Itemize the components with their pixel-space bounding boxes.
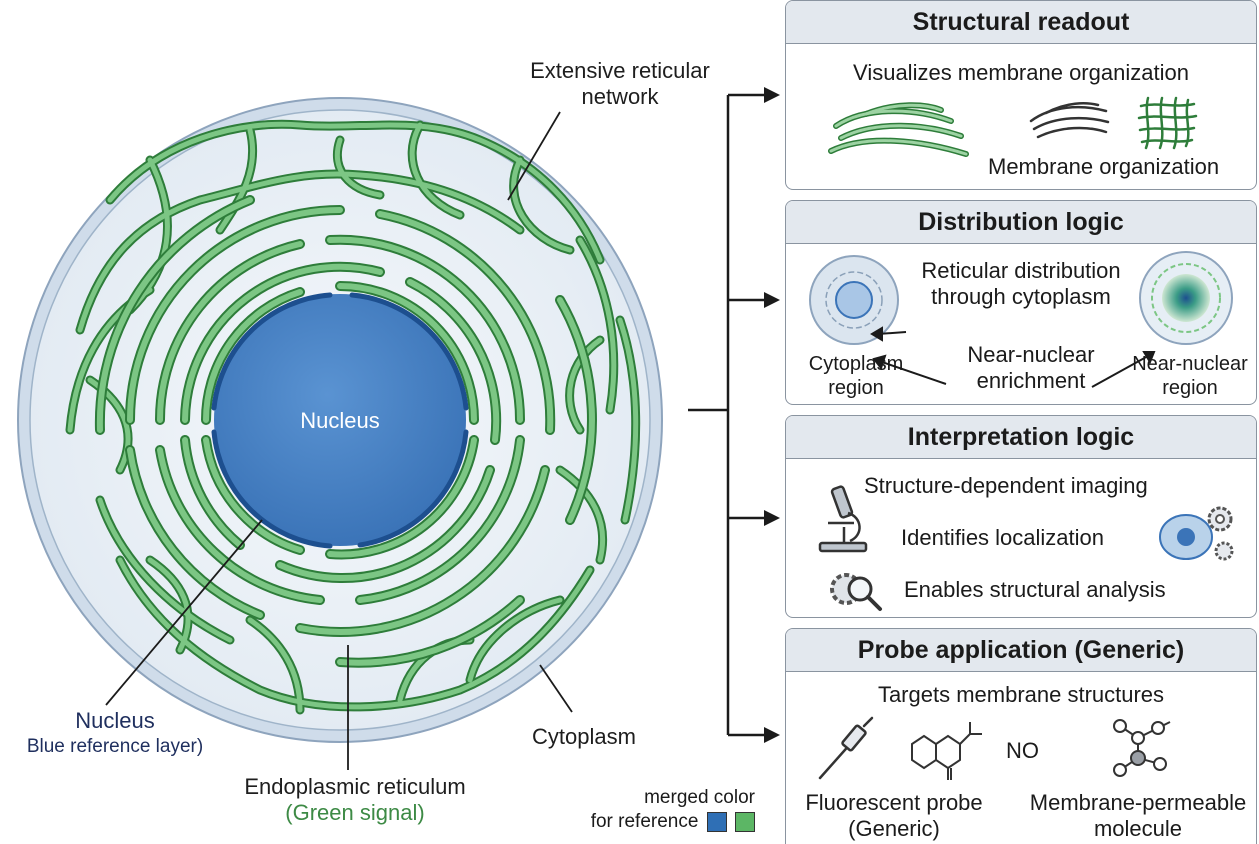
structural-subtitle: Visualizes membrane organization [853, 60, 1189, 85]
legend-green-swatch [735, 811, 755, 832]
reticular-distribution-text: Reticular distribution through cytoplasm [921, 258, 1121, 309]
nucleus-label-title: Nucleus [75, 708, 155, 733]
small-molecule-graph-icon [1113, 719, 1171, 777]
legend-blue-swatch [706, 811, 727, 832]
nucleus-label: Nucleus Blue reference layer) [0, 708, 230, 760]
er-sheets-icon [828, 102, 969, 157]
probe-application-title: Probe application (Generic) [786, 629, 1256, 672]
probe-application-panel: Probe application (Generic) Targets memb… [785, 628, 1257, 844]
connector-arrows [688, 87, 780, 743]
legend-line1: merged color [644, 787, 755, 808]
structural-readout-panel: Structural readout Visualizes membrane o… [785, 0, 1257, 190]
membrane-permeable-caption: Membrane-permeable molecule [1029, 790, 1247, 841]
identifies-localization-text: Identifies localization [901, 525, 1105, 550]
er-label-sub: (Green signal) [285, 800, 425, 825]
network-icon [1137, 96, 1198, 150]
nuclear-envelope [211, 292, 469, 549]
interpretation-logic-title: Interpretation logic [786, 416, 1256, 459]
er-label-title: Endoplasmic reticulum [244, 774, 466, 799]
distribution-arrows [870, 326, 1156, 388]
er-label: Endoplasmic reticulum (Green signal) [200, 774, 510, 826]
microscope-icon [818, 485, 868, 553]
near-nuclear-cell-icon [1139, 251, 1233, 345]
nucleus-center-label: Nucleus [300, 408, 380, 433]
distribution-logic-panel: Distribution logic Reticular distributio… [785, 200, 1257, 405]
nucleus [214, 294, 466, 546]
extensive-network-label: Extensive reticular network [530, 58, 710, 109]
pipette-icon [818, 716, 874, 780]
er-reticular-network [65, 119, 641, 715]
legend-line2: for reference [590, 811, 699, 832]
magnifier-gear-icon [830, 573, 882, 611]
nucleus-label-sub: Blue reference layer) [26, 736, 204, 757]
membrane-organization-caption: Membrane organization [988, 154, 1220, 179]
enables-structural-analysis-text: Enables structural analysis [904, 577, 1166, 602]
fluorescent-probe-caption: Fluorescent probe (Generic) [805, 790, 983, 841]
structure-dependent-imaging-text: Structure-dependent imaging [864, 473, 1148, 498]
distribution-logic-title: Distribution logic [786, 201, 1256, 244]
er-concentric-sheets [94, 195, 597, 668]
near-nuclear-region-caption: Near-nuclear region [1132, 353, 1248, 399]
leader-lines [105, 111, 573, 770]
no-label: NO [1006, 738, 1039, 763]
cytoplasm-cell-icon [809, 255, 899, 345]
color-legend: merged color for reference [560, 786, 755, 834]
targets-membrane-text: Targets membrane structures [877, 682, 1165, 707]
near-nuclear-enrichment-text: Near-nuclear enrichment [967, 342, 1095, 393]
cytoplasm-region-caption: Cytoplasm region [808, 353, 904, 399]
cell-gear-icon [1159, 506, 1234, 561]
cytoplasm-label: Cytoplasm [532, 724, 636, 749]
legend-line2-row: for reference [560, 810, 755, 834]
cell-illustration [17, 97, 663, 770]
membrane-stack-icon [1029, 102, 1110, 139]
molecule-icon [911, 722, 982, 780]
structural-readout-title: Structural readout [786, 1, 1256, 44]
interpretation-logic-panel: Interpretation logic Structure-dependent… [785, 415, 1257, 618]
